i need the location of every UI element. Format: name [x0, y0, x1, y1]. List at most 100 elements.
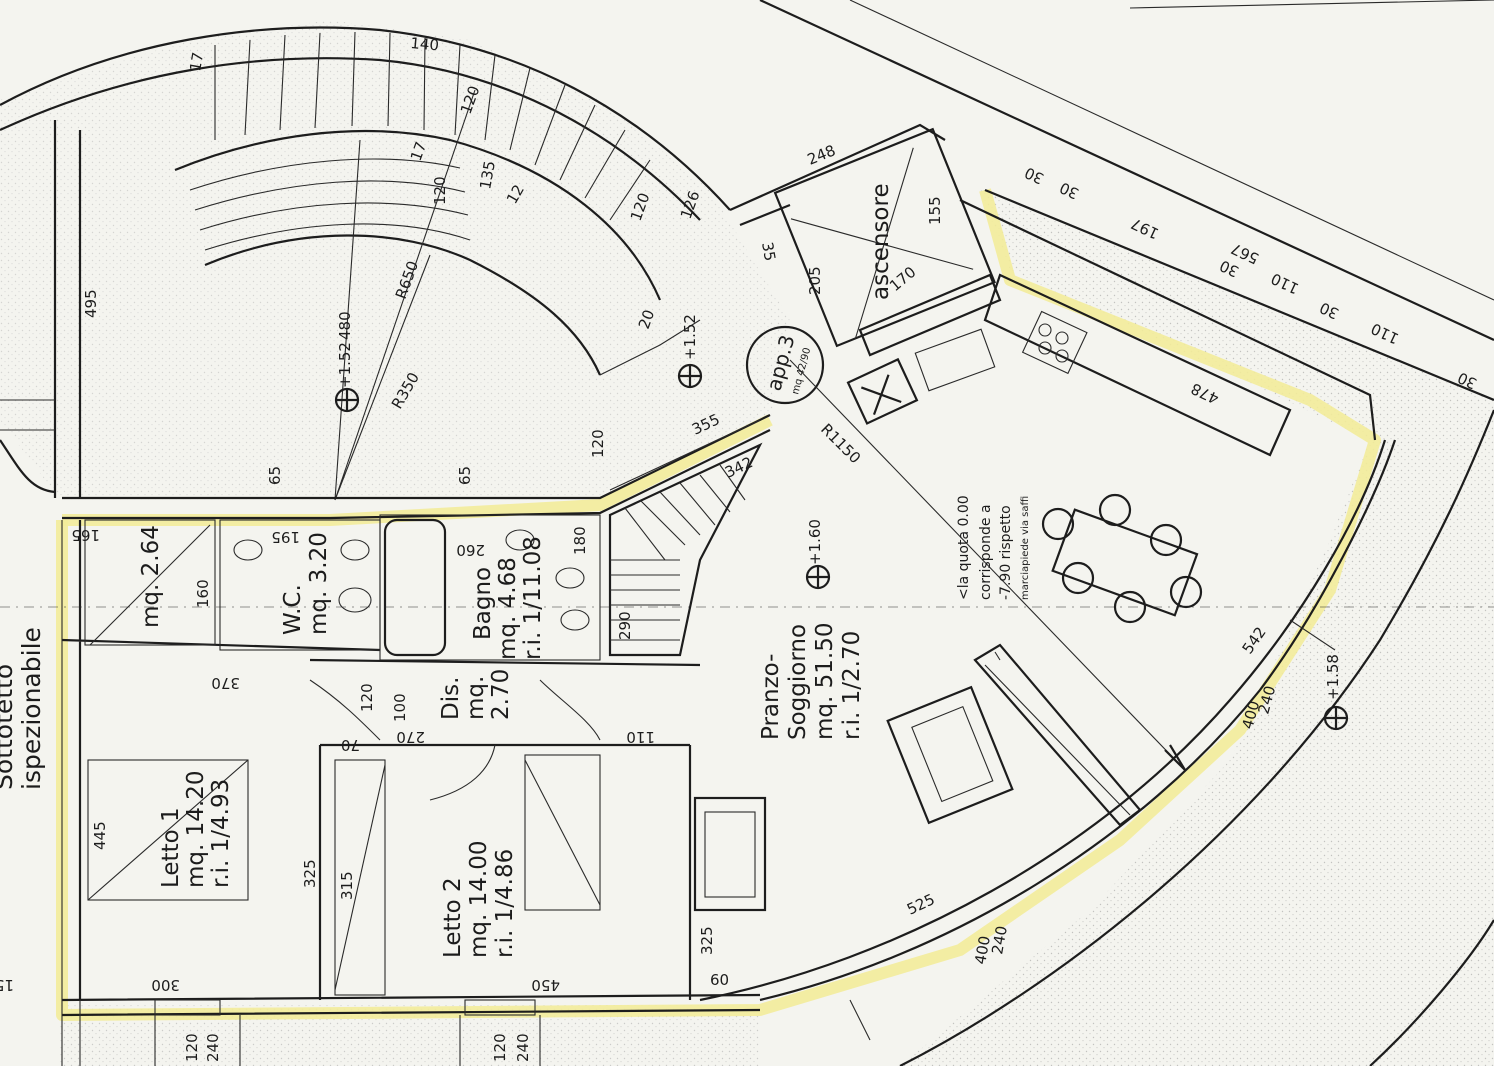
cooktop — [1021, 310, 1088, 375]
dim-445: 445 — [91, 821, 109, 850]
dim-30-a: 30 — [1022, 163, 1047, 187]
dim-155: 155 — [926, 196, 944, 225]
stairwell-outer-wall — [0, 26, 731, 211]
bagno-room — [379, 514, 601, 661]
elevator-shaft — [773, 127, 996, 348]
sottotetto-line1: Sottotetto — [0, 664, 18, 790]
dim-120-f: 120 — [183, 1033, 201, 1062]
letto1-name: Letto 1 — [158, 807, 184, 888]
dim-135: 135 — [476, 159, 499, 190]
dim-70: 70 — [341, 736, 360, 754]
letto1-area: mq. 14.20 — [183, 771, 209, 888]
dim-542: 542 — [1239, 624, 1270, 658]
level-marker-3 — [1323, 705, 1349, 731]
dim-525: 525 — [904, 890, 938, 918]
dim-160: 160 — [194, 579, 212, 608]
closet-area: mq. 2.64 — [138, 525, 164, 628]
pranzo-name2: Soggiorno — [785, 624, 811, 740]
dim-110-b: 110 — [1268, 269, 1302, 297]
dim-120-e: 120 — [358, 683, 376, 712]
dim-315: 315 — [338, 871, 356, 900]
fridge — [846, 357, 919, 425]
bathtub — [383, 518, 447, 657]
letto2-name: Letto 2 — [440, 877, 466, 958]
bagno-ri: r.i. 1/11.08 — [520, 536, 546, 660]
letto1-bed — [87, 759, 249, 901]
sottotetto-line2: ispezionabile — [17, 627, 46, 790]
closet-2-64 — [84, 519, 216, 646]
pranzo-ri: r.i. 1/2.70 — [839, 631, 865, 740]
bagno-name: Bagno — [470, 567, 496, 640]
dim-120-g: 120 — [491, 1033, 509, 1062]
stair-hatch — [0, 20, 790, 500]
dim-100: 100 — [391, 693, 409, 722]
dim-65-a: 65 — [266, 466, 284, 485]
kitchen-counter — [983, 273, 1292, 457]
dim-17-a: 17 — [186, 51, 207, 73]
dim-110-c: 110 — [1368, 319, 1402, 347]
note-line3: -7.90 rispetto — [998, 505, 1014, 600]
tv-unit — [973, 643, 1142, 827]
dim-197: 197 — [1128, 214, 1162, 242]
ascensore-label: ascensore — [868, 183, 894, 300]
dim-30-d: 30 — [1317, 298, 1342, 322]
dim-17-b: 17 — [407, 139, 430, 163]
level-marker-4 — [334, 387, 360, 413]
wc-area: mq. 3.20 — [306, 532, 332, 635]
level-4-label: +1.52 — [336, 342, 354, 388]
sofa — [886, 685, 1014, 825]
dim-300: 300 — [151, 976, 180, 994]
dim-290: 290 — [616, 611, 634, 640]
note-line2: corrisponde a — [978, 504, 994, 600]
sink — [914, 328, 996, 392]
dim-180: 180 — [571, 526, 589, 555]
level-5-label: 480 — [336, 311, 354, 340]
dim-r1150: R1150 — [817, 420, 864, 467]
dim-240-c: 240 — [204, 1033, 222, 1062]
dim-260: 260 — [456, 541, 485, 559]
letto2-area: mq. 14.00 — [466, 841, 492, 958]
level-marker-2 — [677, 363, 703, 389]
dim-120-b: 120 — [431, 176, 449, 205]
spiral-stair-inner — [174, 129, 662, 301]
dim-370: 370 — [211, 674, 240, 692]
exterior-curved-wall — [699, 439, 1387, 1002]
dim-110: 110 — [626, 728, 655, 746]
dim-35: 35 — [758, 241, 779, 263]
level-2-label: +1.52 — [681, 314, 699, 360]
dim-60: 60 — [710, 971, 729, 989]
dim-270: 270 — [396, 728, 425, 746]
dim-205: 205 — [806, 266, 824, 295]
dim-325-b: 325 — [698, 926, 716, 955]
letto1-ri: r.i. 1/4.93 — [208, 779, 234, 888]
dim-65-b: 65 — [456, 466, 474, 485]
dim-240-a: 240 — [988, 924, 1011, 955]
bagno-area: mq. 4.68 — [495, 557, 521, 660]
apartment-marker — [745, 325, 825, 405]
dim-30-b: 30 — [1057, 178, 1082, 202]
level-1-label: +1.60 — [806, 519, 824, 565]
dim-165: 165 — [71, 526, 100, 544]
terrace-hatch — [900, 190, 1494, 1066]
pranzo-area: mq. 51.50 — [812, 623, 838, 740]
pranzo-name: Pranzo- — [758, 654, 784, 740]
dim-20: 20 — [635, 307, 658, 331]
dim-450: 450 — [531, 976, 560, 994]
dim-195: 195 — [271, 528, 300, 546]
dim-120-d: 120 — [589, 429, 607, 458]
level-3-label: +1.58 — [1324, 654, 1342, 700]
letto2-bed — [524, 754, 601, 911]
letto2-wardrobe — [334, 759, 386, 996]
dim-15: 15 — [0, 976, 14, 994]
wc-name: W.C. — [280, 584, 306, 635]
dim-140: 140 — [410, 34, 440, 54]
dis-name: Dis. — [438, 677, 464, 720]
dining-table — [1051, 508, 1199, 617]
note-line1: <la quota 0.00 — [956, 495, 972, 600]
dim-325-a: 325 — [301, 859, 319, 888]
letto2-ri: r.i. 1/4.86 — [492, 849, 518, 958]
note-line4: marciapiede via saffi — [1020, 496, 1031, 600]
dim-495: 495 — [82, 289, 100, 318]
level-marker-1 — [805, 564, 831, 590]
